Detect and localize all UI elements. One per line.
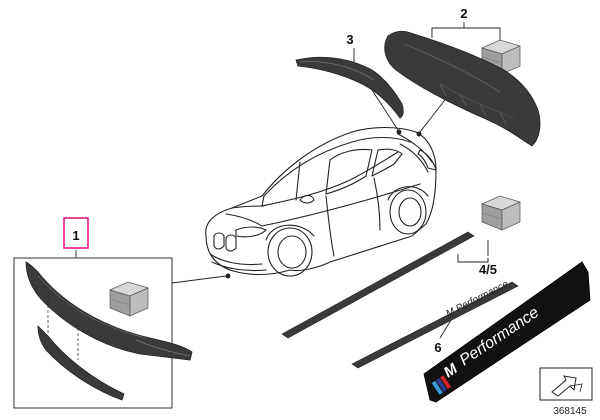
car-outline [205,127,437,277]
front-splitter-lower-part [37,325,125,401]
document-number: 368145 [553,406,587,417]
m-stripes-icon [431,375,452,395]
rear-diffuser-part [384,30,541,147]
front-splitter-detail-box [13,257,193,409]
callout-6-performance-decal: 6 [434,340,441,355]
callout-3-rear-spoiler: 3 [346,32,353,47]
side-skirt-decal-lower [351,281,519,369]
callout-2-rear-diffuser: 2 [460,6,467,21]
callout-highlight-box [63,217,89,249]
rear-spoiler-part [295,56,404,119]
view-arrow-icon [539,367,593,401]
side-skirt-decal-upper [281,231,475,339]
front-splitter-upper-part [25,261,193,361]
side-decal-small-wordmark: M Performance [444,279,510,320]
parts-package-icon [108,281,150,317]
parts-package-icon [480,195,522,231]
callout-1-front-splitter: 1 [72,228,79,243]
leader-lines [75,22,501,339]
callout-4-5-side-decals: 4/5 [479,262,497,277]
